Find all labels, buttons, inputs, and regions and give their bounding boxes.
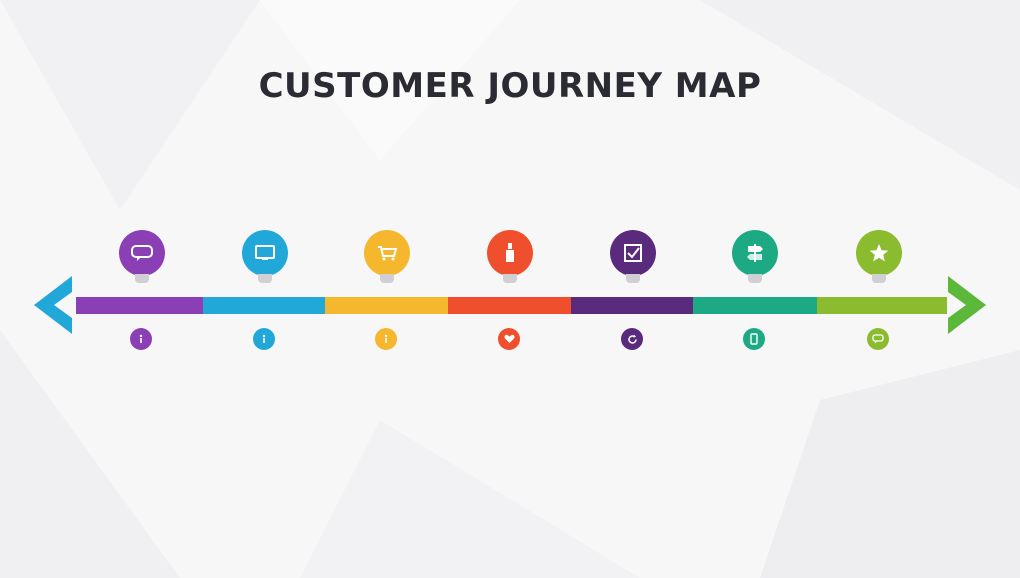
stage-5 — [571, 0, 694, 578]
heart-icon — [498, 328, 520, 350]
stage-2 — [203, 0, 326, 578]
timeline-segment-5 — [571, 297, 693, 314]
chat-bubble-icon — [119, 230, 165, 276]
timeline-segment-3 — [325, 297, 448, 314]
signpost-icon — [732, 230, 778, 276]
info-icon — [253, 328, 275, 350]
stage-7 — [817, 0, 940, 578]
stage-bulb — [242, 230, 288, 288]
stage-6 — [693, 0, 816, 578]
page-title: CUSTOMER JOURNEY MAP — [258, 66, 762, 106]
info-icon — [130, 328, 152, 350]
bottle-icon — [487, 230, 533, 276]
device-icon — [242, 230, 288, 276]
stage-bulb — [732, 230, 778, 288]
timeline-segment-6 — [693, 297, 817, 314]
right-arrow-icon — [948, 276, 986, 334]
stage-bulb — [364, 230, 410, 288]
timeline-segment-2 — [203, 297, 325, 314]
stage-1 — [80, 0, 203, 578]
stage-bulb — [856, 230, 902, 288]
timeline-segment-7 — [817, 297, 947, 314]
chat-icon — [867, 328, 889, 350]
stage-3 — [325, 0, 448, 578]
left-arrow-icon — [34, 276, 72, 334]
refresh-icon — [621, 328, 643, 350]
cart-icon — [364, 230, 410, 276]
stage-bulb — [119, 230, 165, 288]
timeline-segment-4 — [448, 297, 571, 314]
phone-icon — [743, 328, 765, 350]
stage-bulb — [487, 230, 533, 288]
stage-bulb — [610, 230, 656, 288]
info-icon — [375, 328, 397, 350]
star-icon — [856, 230, 902, 276]
checkbox-icon — [610, 230, 656, 276]
timeline-segment-1 — [76, 297, 203, 314]
stage-4 — [448, 0, 571, 578]
